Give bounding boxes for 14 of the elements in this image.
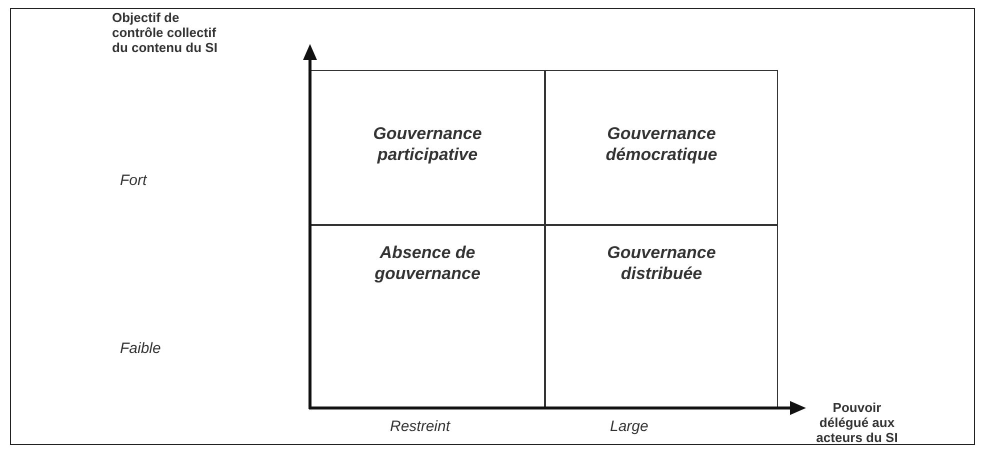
scale-label: Restreint	[390, 418, 450, 435]
axis-title: Pouvoir délégué aux acteurs du SI	[815, 400, 899, 445]
quadrant-title: Absence de gouvernance	[374, 242, 482, 284]
quadrant-title: Gouvernance démocratique	[604, 123, 718, 165]
quadrant-title: Gouvernance participative	[372, 123, 483, 165]
quadrant-title: Gouvernance distribuée	[606, 242, 717, 284]
scale-label: Faible	[120, 340, 161, 357]
matrix-quadrant	[310, 225, 545, 408]
matrix-quadrant	[545, 225, 778, 408]
matrix-quadrant	[310, 70, 545, 225]
scale-label: Fort	[120, 172, 147, 189]
axis-title: Objectif de contrôle collectif du contenu du SI	[112, 10, 218, 55]
scale-label: Large	[610, 418, 648, 435]
matrix-quadrant	[545, 70, 778, 225]
